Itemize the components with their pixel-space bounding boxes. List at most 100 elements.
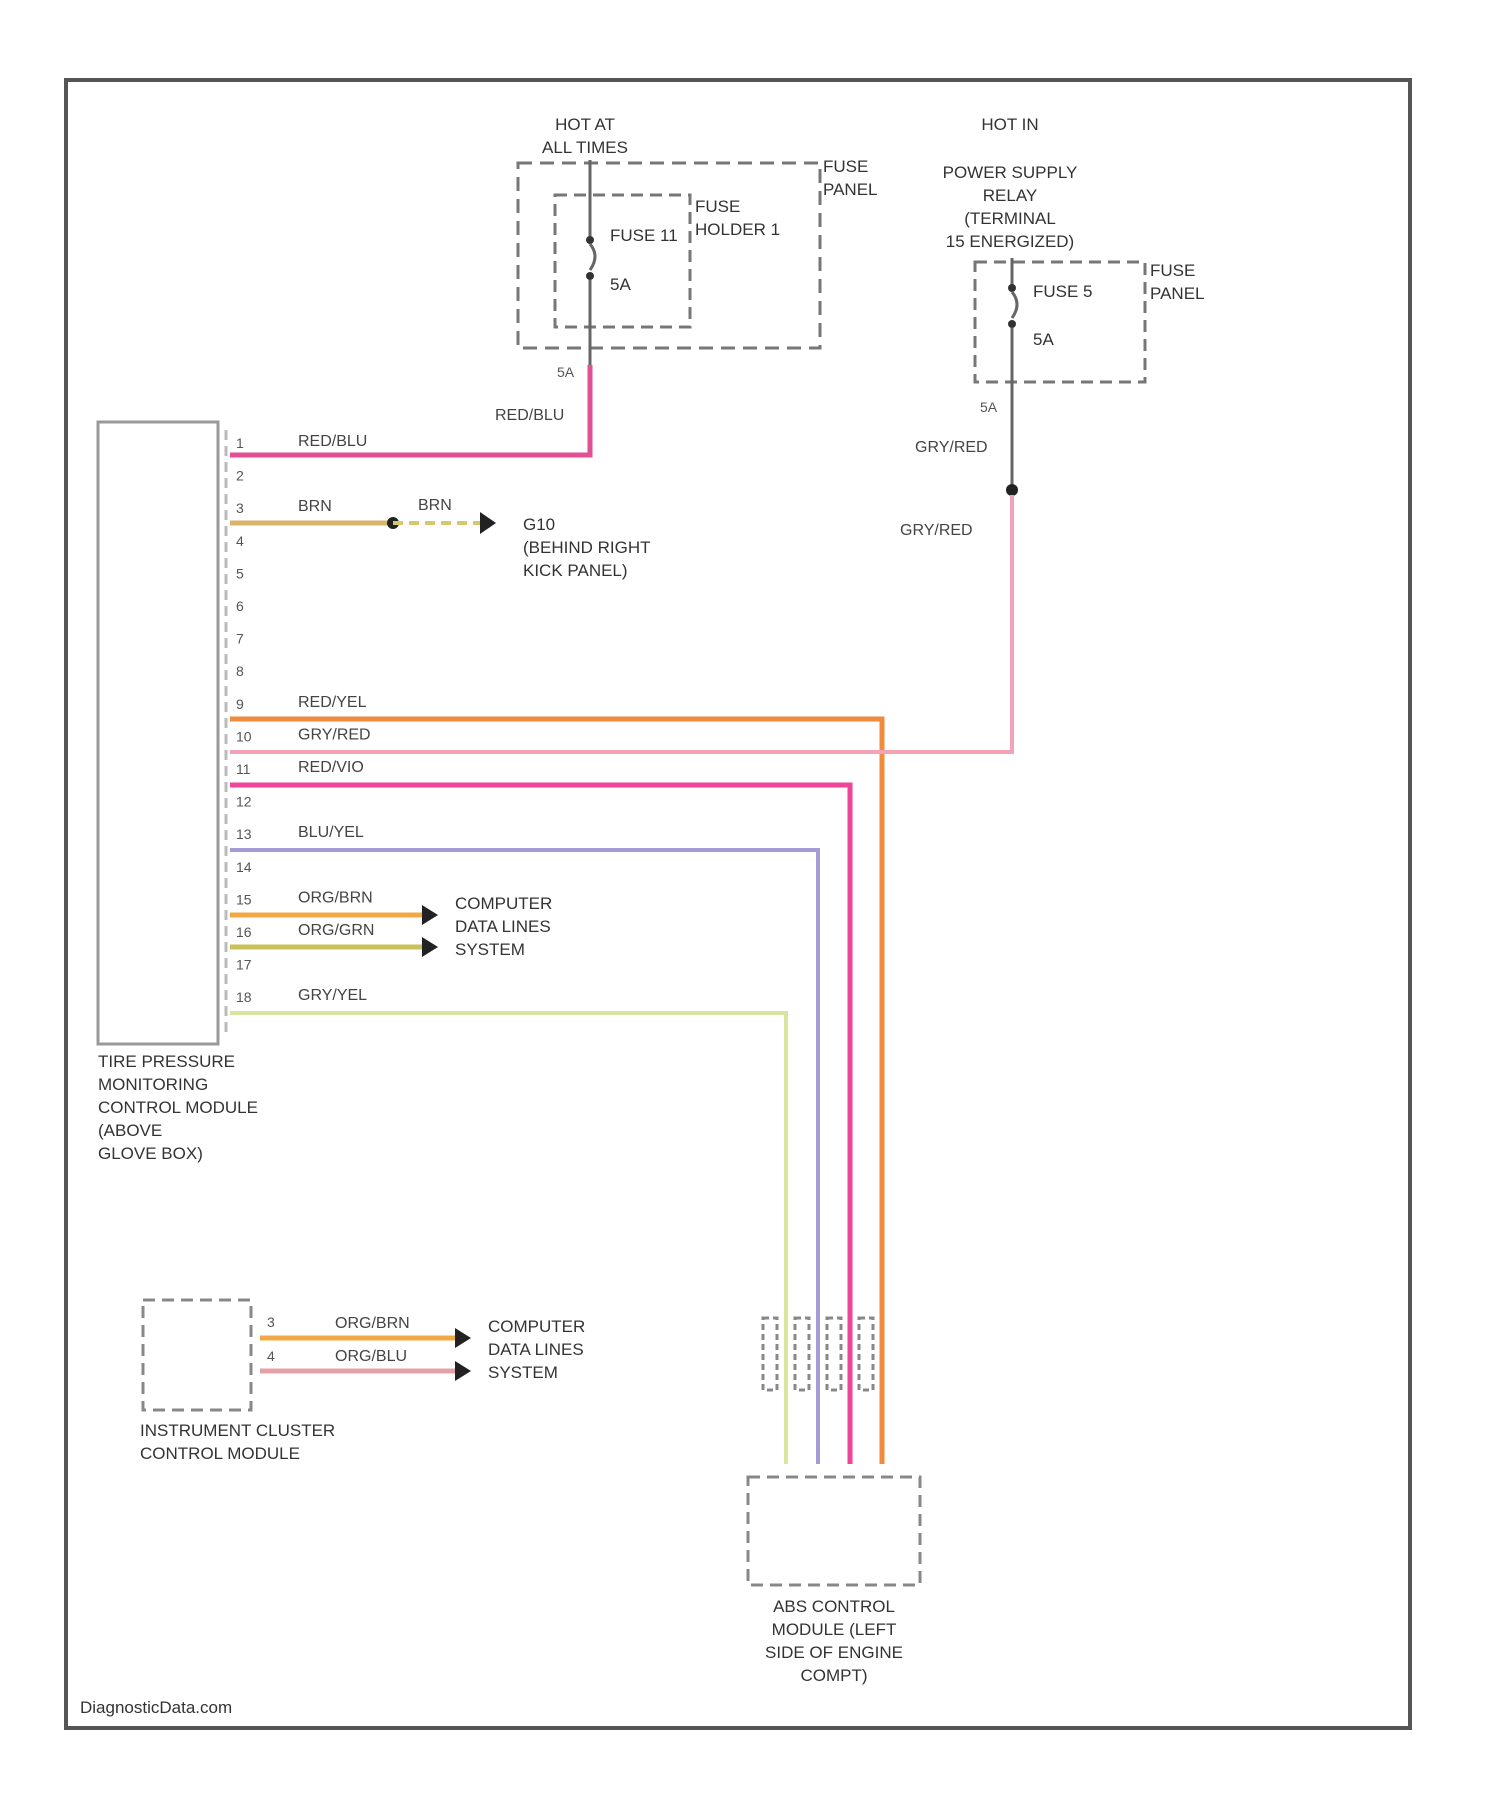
tpms-pin-5: 5 [236,565,244,581]
ground-arrow-icon [480,512,496,534]
diagram-frame [66,80,1410,1728]
fuse-11-terminal: 5A [557,364,575,380]
tpms-wire-label-pin-9: RED/YEL [298,694,367,711]
gry-red-lower-label: GRY/RED [900,522,973,539]
fuse-5-element [1012,292,1017,318]
tpms-wire-label-pin-10: GRY/RED [298,726,371,743]
data-line-arrow-icon [455,1328,471,1348]
relay-label-line4: 15 ENERGIZED) [946,232,1074,251]
tpms-label-line4: (ABOVE [98,1121,162,1140]
cluster-wire-a-label: ORG/BRN [335,1315,410,1332]
tpms-label-line2: MONITORING [98,1075,208,1094]
fuse-holder-box [555,195,690,327]
abs-label-line2: MODULE (LEFT [772,1620,897,1639]
inline-connector [827,1318,841,1390]
inline-connector [859,1318,873,1390]
tpms-pin-15: 15 [236,891,252,907]
ground-label-line1: G10 [523,515,555,534]
fuse-5-contact-bottom [1008,320,1016,328]
fuse-panel-1-label-line2: PANEL [823,180,878,199]
cluster-label-line1: INSTRUMENT CLUSTER [140,1421,335,1440]
gry-red-upper-label: GRY/RED [915,439,988,456]
fuse-panel-1-label-line1: FUSE [823,157,868,176]
tpms-pin-12: 12 [236,794,252,810]
tpms-pin-1: 1 [236,435,244,451]
inline-connector [763,1318,777,1390]
tpms-label-line3: CONTROL MODULE [98,1098,258,1117]
abs-module-box [748,1477,920,1585]
fuse-panel-2-label-line2: PANEL [1150,284,1205,303]
fuse-5-name: FUSE 5 [1033,282,1093,301]
cluster-pin-4: 4 [267,1348,275,1364]
fuse-11-element [590,244,595,270]
fuse-panel-2-label-line1: FUSE [1150,261,1195,280]
fuse-11-contact-top [586,236,594,244]
tpms-pin-4: 4 [236,533,244,549]
tpms-wire-label-pin-16: ORG/GRN [298,922,374,939]
hot-in-label: HOT IN [981,115,1038,134]
fuse-11-name: FUSE 11 [610,226,678,245]
instrument-cluster-box [143,1300,251,1410]
tpms-pin-11: 11 [236,761,251,777]
tpms-wire-label-pin-18: GRY/YEL [298,987,367,1004]
tpms-pin-14: 14 [236,859,252,875]
data-lines-2-line2: DATA LINES [488,1340,584,1359]
red-blu-riser-label: RED/BLU [495,407,564,424]
tpms-label-line5: GLOVE BOX) [98,1144,203,1163]
fuse-11-contact-bottom [586,272,594,280]
tpms-pin-3: 3 [236,500,244,516]
fuse-holder-label-line1: FUSE [695,197,740,216]
ground-label-line3: KICK PANEL) [523,561,628,580]
fuse-5-contact-top [1008,284,1016,292]
hot-at-all-times-line1: HOT AT [555,115,615,134]
tpms-wire-label-pin-1: RED/BLU [298,433,367,450]
data-lines-1-line1: COMPUTER [455,894,552,913]
tpms-wire-label-pin-15: ORG/BRN [298,889,373,906]
cluster-label-line2: CONTROL MODULE [140,1444,300,1463]
data-lines-2-line3: SYSTEM [488,1363,558,1382]
tpms-pin-7: 7 [236,631,244,647]
brn-wire-label-2: BRN [418,497,452,514]
tpms-wire-label-pin-13: BLU/YEL [298,824,364,841]
tpms-pin-17: 17 [236,957,252,973]
relay-label-line3: (TERMINAL [964,209,1056,228]
wire-gry-red [230,495,1012,752]
relay-label-line2: RELAY [983,186,1038,205]
hot-at-all-times-line2: ALL TIMES [542,138,628,157]
footer-source: DiagnosticData.com [80,1698,232,1717]
tpms-pin-18: 18 [236,989,252,1005]
data-line-arrow-icon [422,937,438,957]
tpms-module-box [98,422,218,1044]
tpms-pin-16: 16 [236,924,252,940]
cluster-wire-b-label: ORG/BLU [335,1348,407,1365]
tpms-wire-label-pin-3: BRN [298,498,332,515]
fuse-5-rating: 5A [1033,330,1054,349]
fuse-panel-2-box [975,262,1145,382]
inline-connector [795,1318,809,1390]
tpms-pin-13: 13 [236,826,252,842]
ground-label-line2: (BEHIND RIGHT [523,538,651,557]
tpms-pin-9: 9 [236,696,244,712]
data-line-arrow-icon [422,905,438,925]
abs-label-line1: ABS CONTROL [773,1597,895,1616]
fuse-holder-label-line2: HOLDER 1 [695,220,780,239]
tpms-pin-2: 2 [236,468,244,484]
gry-red-splice [1006,484,1018,496]
fuse-panel-1-box [518,163,820,348]
abs-label-line3: SIDE OF ENGINE [765,1643,903,1662]
data-lines-2-line1: COMPUTER [488,1317,585,1336]
fuse-11-rating: 5A [610,275,631,294]
data-line-arrow-icon [455,1361,471,1381]
tpms-pin-6: 6 [236,598,244,614]
abs-label-line4: COMPT) [800,1666,867,1685]
tpms-wire-label-pin-11: RED/VIO [298,759,364,776]
cluster-pin-3: 3 [267,1314,275,1330]
relay-label-line1: POWER SUPPLY [943,163,1078,182]
data-lines-1-line3: SYSTEM [455,940,525,959]
wire-gry-yel [230,1013,786,1464]
data-lines-1-line2: DATA LINES [455,917,551,936]
tpms-pin-10: 10 [236,728,252,744]
tpms-label-line1: TIRE PRESSURE [98,1052,235,1071]
fuse-5-terminal: 5A [980,399,998,415]
